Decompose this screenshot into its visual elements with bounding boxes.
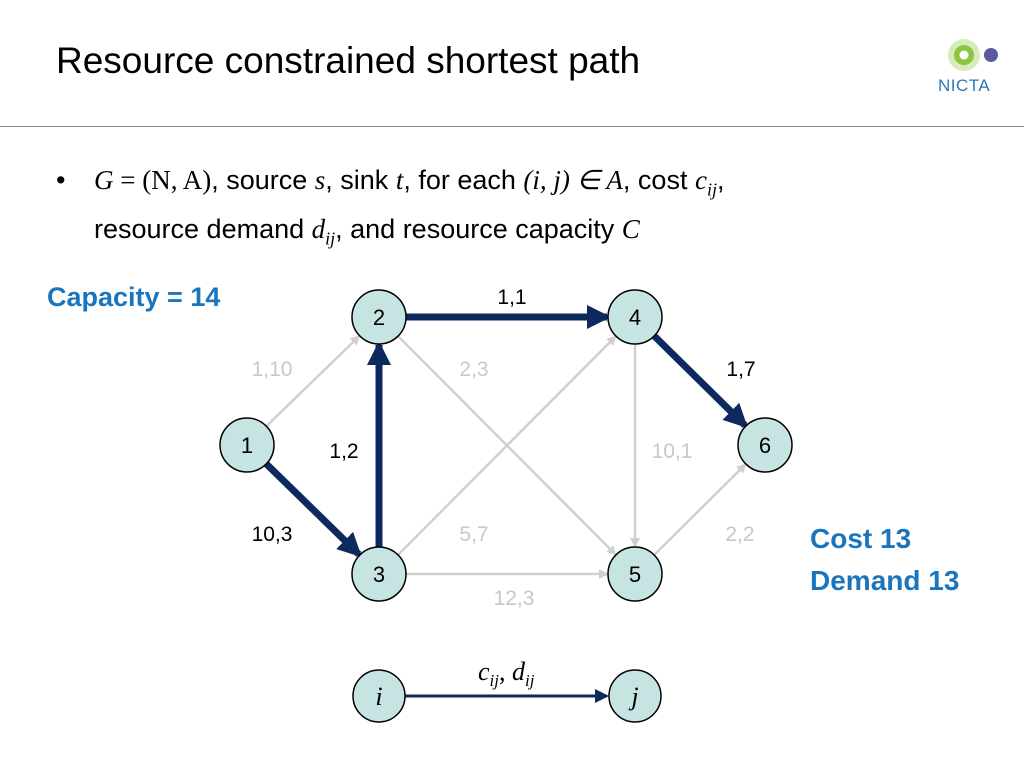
nodes-layer: 1 2 3 4 5 6 bbox=[219, 289, 793, 602]
math-s: s bbox=[314, 165, 326, 195]
edge-label-4-6: 1,7 bbox=[726, 358, 755, 381]
edge-4-6 bbox=[651, 333, 748, 429]
edge-label-5-6: 2,2 bbox=[725, 523, 754, 546]
capacity-label: Capacity = 14 bbox=[47, 282, 221, 312]
math-C: C bbox=[621, 214, 640, 245]
text-comma: , bbox=[716, 165, 725, 195]
text-cost: , cost bbox=[622, 165, 695, 195]
math-ij-in-A: (i, j) ∈ A bbox=[523, 165, 623, 195]
edge-label-3-4: 5,7 bbox=[459, 523, 488, 546]
edge-3-4 bbox=[397, 335, 617, 556]
edge-label-3-2: 1,2 bbox=[329, 440, 358, 463]
node-label-2: 2 bbox=[373, 305, 385, 330]
node-label-1: 1 bbox=[241, 433, 253, 458]
legend-node-i bbox=[352, 669, 406, 723]
math-d-subscript: ij bbox=[325, 228, 336, 249]
edge-1-2 bbox=[265, 335, 361, 428]
node-3 bbox=[351, 546, 407, 602]
logo-text: NICTA bbox=[938, 76, 991, 95]
legend: i j cij, dij bbox=[352, 657, 662, 723]
math-G: G bbox=[94, 165, 114, 195]
node-1 bbox=[219, 417, 275, 473]
math-c: c bbox=[694, 165, 707, 195]
text-sink: , sink bbox=[325, 165, 396, 195]
node-6 bbox=[737, 417, 793, 473]
result-summary: Cost 13 Demand 13 bbox=[810, 518, 959, 602]
title-divider bbox=[0, 126, 1024, 127]
text-for-each: , for each bbox=[403, 165, 524, 195]
edge-1-3 bbox=[263, 461, 362, 558]
edges-layer bbox=[263, 305, 748, 579]
result-demand: Demand 13 bbox=[810, 565, 960, 596]
math-t: t bbox=[395, 165, 404, 195]
edge-label-3-5: 12,3 bbox=[494, 587, 535, 610]
edge-label-1-2: 1,10 bbox=[252, 358, 293, 381]
node-label-3: 3 bbox=[373, 562, 385, 587]
logo-white-dot bbox=[959, 50, 969, 60]
edge-label-2-5: 2,3 bbox=[459, 358, 488, 381]
node-label-6: 6 bbox=[759, 433, 771, 458]
result-cost: Cost 13 bbox=[810, 523, 912, 554]
text-resource-demand: resource demand bbox=[94, 214, 312, 245]
edge-label-2-4: 1,1 bbox=[497, 286, 526, 309]
legend-node-j-label: j bbox=[628, 682, 638, 711]
math-c-subscript: ij bbox=[706, 179, 717, 200]
node-4 bbox=[607, 289, 663, 345]
legend-edge-label: cij, dij bbox=[478, 657, 535, 690]
node-5 bbox=[607, 546, 663, 602]
math-eq-NA: = (N, A) bbox=[113, 165, 212, 195]
slide-title: Resource constrained shortest path bbox=[56, 40, 641, 81]
edge-label-4-5: 10,1 bbox=[652, 440, 693, 463]
node-2 bbox=[351, 289, 407, 345]
legend-node-i-label: i bbox=[375, 682, 382, 711]
node-label-4: 4 bbox=[629, 305, 641, 330]
logo-purple-dot bbox=[984, 48, 998, 62]
node-label-5: 5 bbox=[629, 562, 641, 587]
edge-labels-layer: 1,10 10,3 1,2 1,1 2,3 5,7 12,3 10,1 1,7 2,2 bbox=[252, 286, 756, 610]
math-d: d bbox=[311, 214, 326, 245]
edge-5-6 bbox=[653, 463, 747, 556]
edge-label-1-3: 10,3 bbox=[252, 523, 293, 546]
text-source: , source bbox=[211, 165, 315, 195]
nicta-logo bbox=[948, 39, 998, 71]
bullet-marker: • bbox=[56, 165, 66, 195]
bullet-text: G = (N, A), source s, sink t, for each (… bbox=[94, 160, 954, 259]
legend-node-j bbox=[608, 669, 662, 723]
text-capacity: , and resource capacity bbox=[335, 214, 622, 245]
